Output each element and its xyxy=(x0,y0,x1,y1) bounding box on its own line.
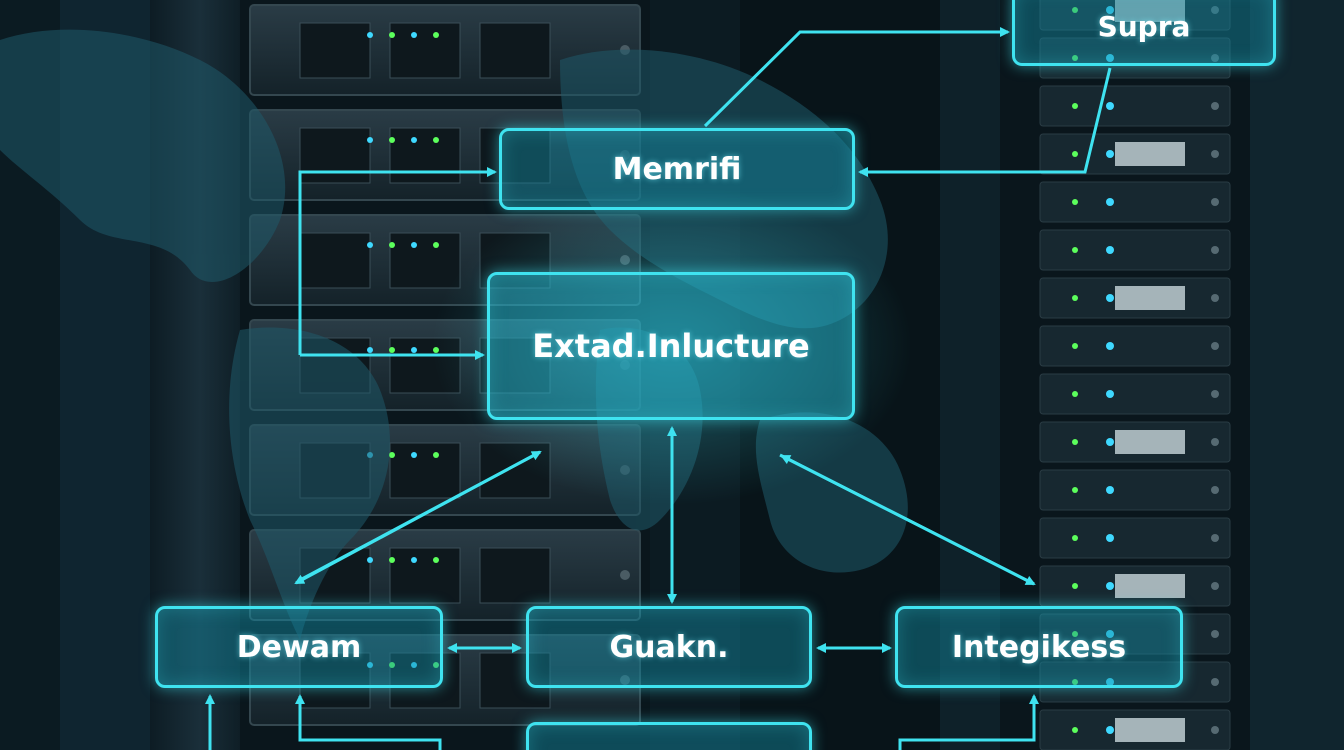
edge-infra-to-left-diag xyxy=(294,450,541,585)
edge-supra-to-memory xyxy=(858,67,1112,177)
node-memory[interactable]: Memrifi xyxy=(499,128,855,210)
server-unit xyxy=(249,4,641,96)
server-unit xyxy=(1039,181,1231,223)
edge-bottom-to-left-b xyxy=(295,694,442,750)
right-pillar xyxy=(1250,0,1344,750)
server-unit xyxy=(1039,277,1231,319)
node-bottom-middle[interactable]: Guakn. xyxy=(526,606,812,688)
edge-right-to-infra-diag xyxy=(780,454,1035,586)
server-unit xyxy=(1039,469,1231,511)
node-infrastructure-label: Extad.Inlucture xyxy=(532,327,810,365)
node-memory-label: Memrifi xyxy=(612,151,742,187)
node-supra[interactable]: Supra xyxy=(1012,0,1276,66)
edge-left-to-memory xyxy=(298,167,497,355)
node-supra-label: Supra xyxy=(1097,9,1191,43)
server-unit xyxy=(249,634,641,726)
server-unit xyxy=(1039,0,1231,31)
node-bottom-right-label: Integikess xyxy=(951,629,1127,665)
node-bottom-right[interactable]: Integikess xyxy=(895,606,1183,688)
server-unit xyxy=(1039,517,1231,559)
server-unit xyxy=(1039,85,1231,127)
node-infrastructure[interactable]: Extad.Inlucture xyxy=(487,272,855,420)
server-unit xyxy=(1039,421,1231,463)
node-bottom-partial[interactable] xyxy=(526,722,812,750)
server-unit xyxy=(1039,565,1231,607)
node-bottom-left-label: Dewam xyxy=(236,629,362,665)
server-unit xyxy=(1039,229,1231,271)
server-unit xyxy=(1039,709,1231,750)
server-unit xyxy=(249,109,641,201)
edge-bottom-to-right xyxy=(898,694,1039,750)
server-unit xyxy=(1039,373,1231,415)
edge-memory-to-supra xyxy=(703,27,1010,128)
node-bottom-middle-label: Guakn. xyxy=(609,629,729,665)
server-unit xyxy=(1039,133,1231,175)
connectors xyxy=(205,27,1112,750)
rack-right-frame xyxy=(940,0,1000,750)
server-unit xyxy=(1039,37,1231,79)
node-bottom-left[interactable]: Dewam xyxy=(155,606,443,688)
server-unit xyxy=(1039,325,1231,367)
